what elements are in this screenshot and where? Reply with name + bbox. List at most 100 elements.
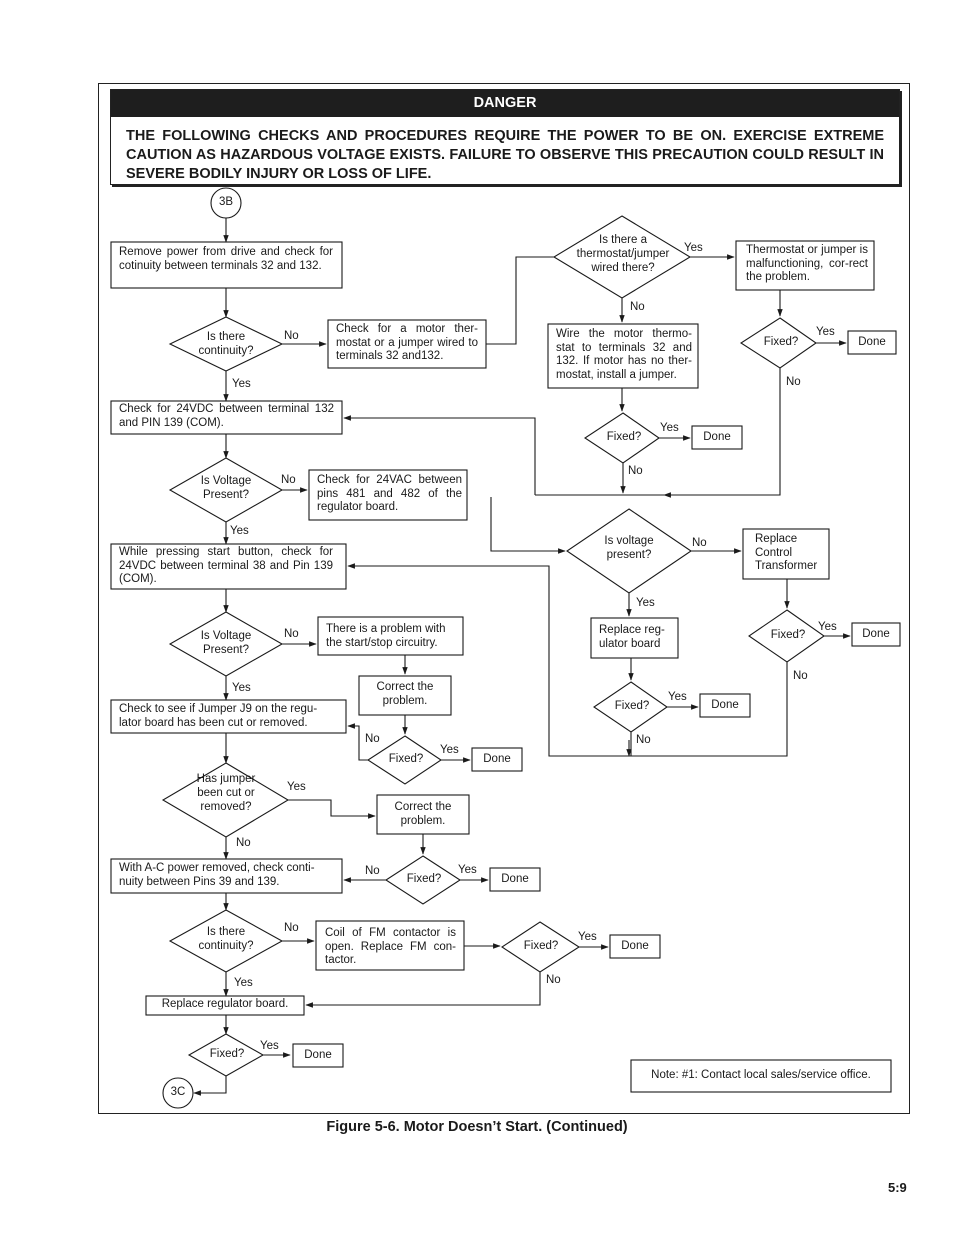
replace-regulator-board-2-text: Replace regulator board.	[161, 998, 289, 1010]
yes-label: Yes	[684, 242, 703, 254]
thermostat-jumper-wired-text: Is there a thermostat/jumper wired there…	[576, 234, 670, 274]
box-remove-power	[110, 241, 343, 289]
remove-power-text: Remove power from drive and check for co…	[119, 246, 333, 272]
done-box	[691, 425, 743, 450]
done-box	[847, 330, 897, 355]
box-coil-fm-contactor	[315, 920, 465, 971]
yes-label: Yes	[458, 864, 477, 876]
note-text: Note: #1: Contact local sales/service of…	[651, 1069, 871, 1081]
no-label: No	[786, 376, 801, 388]
correct-problem-1-text: Correct the problem.	[376, 681, 434, 707]
yes-label: Yes	[660, 422, 679, 434]
yes-label: Yes	[230, 525, 249, 537]
fixed-text: Fixed?	[523, 940, 559, 953]
yes-label: Yes	[234, 977, 253, 989]
danger-title: DANGER	[111, 90, 899, 117]
fixed-text: Fixed?	[388, 753, 424, 766]
done-box	[489, 867, 541, 892]
check-jumper-j9-text: Check to see if Jumper J9 on the regu-la…	[119, 703, 318, 729]
done-label: Done	[483, 753, 511, 766]
yes-label: Yes	[636, 597, 655, 609]
continuity-2-text: Is there continuity?	[198, 926, 254, 952]
no-label: No	[365, 733, 380, 745]
done-label: Done	[862, 628, 890, 641]
fixed-text: Fixed?	[614, 700, 650, 713]
continuity-1-text: Is there continuity?	[198, 331, 254, 357]
done-box	[609, 934, 661, 959]
no-label: No	[284, 330, 299, 342]
box-wire-thermostat	[547, 323, 699, 389]
box-replace-control-transformer	[742, 528, 830, 580]
no-label: No	[630, 301, 645, 313]
yes-label: Yes	[440, 744, 459, 756]
voltage-present-2-text: Is Voltage Present?	[200, 630, 252, 656]
start-stop-problem-text: There is a problem with the start/stop c…	[326, 623, 446, 649]
fixed-text: Fixed?	[406, 873, 442, 886]
box-thermostat-malfunction	[735, 240, 875, 291]
connector-3b-label: 3B	[218, 196, 234, 209]
no-label: No	[793, 670, 808, 682]
check-motor-thermostat-text: Check for a motor ther-mostat or a jumpe…	[336, 323, 478, 363]
no-label: No	[365, 865, 380, 877]
yes-label: Yes	[232, 682, 251, 694]
voltage-present-lower-text: Is voltage present?	[604, 535, 654, 561]
check-24vac-text: Check for 24VAC between pins 481 and 482…	[317, 474, 462, 514]
done-label: Done	[501, 873, 529, 886]
no-label: No	[628, 465, 643, 477]
connector-3c	[162, 1077, 194, 1109]
fixed-text: Fixed?	[606, 431, 642, 444]
box-correct-problem-1	[358, 675, 452, 716]
yes-label: Yes	[816, 326, 835, 338]
jumper-cut-text: Has jumper been cut or removed?	[196, 773, 256, 813]
no-label: No	[546, 974, 561, 986]
box-while-pressing-start	[110, 543, 347, 590]
done-box	[292, 1043, 344, 1068]
thermostat-malfunction-text: Thermostat or jumper is malfunctioning, …	[746, 244, 868, 284]
no-label: No	[284, 922, 299, 934]
fixed-text: Fixed?	[770, 629, 806, 642]
no-label: No	[236, 837, 251, 849]
done-label: Done	[858, 336, 886, 349]
done-label: Done	[703, 431, 731, 444]
replace-regulator-board-1-text: Replace reg-ulator board	[599, 624, 665, 650]
figure-caption: Figure 5-6. Motor Doesn’t Start. (Contin…	[326, 1119, 628, 1135]
box-ac-power-removed	[110, 858, 343, 894]
connector-3c-label: 3C	[170, 1086, 186, 1099]
while-pressing-start-text: While pressing start button, check for 2…	[119, 546, 333, 586]
yes-label: Yes	[260, 1040, 279, 1052]
no-label: No	[636, 734, 651, 746]
yes-label: Yes	[668, 691, 687, 703]
wire-thermostat-text: Wire the motor thermo-stat to terminals …	[556, 328, 692, 382]
decision-fixed-correct-1	[366, 735, 442, 785]
danger-warning-box: DANGER THE FOLLOWING CHECKS AND PROCEDUR…	[110, 89, 900, 185]
replace-control-transformer-text: Replace Control Transformer	[755, 533, 818, 573]
done-box	[851, 622, 901, 647]
ac-power-removed-text: With A-C power removed, check conti-nuit…	[119, 862, 315, 888]
fixed-text: Fixed?	[209, 1048, 245, 1061]
correct-problem-2-text: Correct the problem.	[394, 801, 452, 827]
no-label: No	[281, 474, 296, 486]
check-24vdc-132-text: Check for 24VDC between terminal 132 and…	[119, 403, 334, 429]
decision-fixed-correct-2	[384, 855, 462, 905]
coil-fm-contactor-text: Coil of FM contactor is open. Replace FM…	[325, 927, 456, 967]
page-number: 5:9	[888, 1180, 907, 1195]
box-start-stop-problem	[317, 616, 464, 656]
yes-label: Yes	[232, 378, 251, 390]
yes-label: Yes	[818, 621, 837, 633]
voltage-present-1-text: Is Voltage Present?	[200, 475, 252, 501]
box-correct-problem-2	[376, 794, 470, 835]
box-note	[630, 1059, 892, 1093]
done-label: Done	[304, 1049, 332, 1062]
done-label: Done	[621, 940, 649, 953]
box-check-24vac	[308, 469, 468, 521]
no-label: No	[692, 537, 707, 549]
no-label: No	[284, 628, 299, 640]
done-label: Done	[711, 699, 739, 712]
yes-label: Yes	[578, 931, 597, 943]
box-replace-regulator-board-1	[590, 617, 679, 659]
done-box	[471, 747, 523, 772]
box-check-jumper-j9	[110, 699, 347, 734]
fixed-text: Fixed?	[763, 336, 799, 349]
diagram-frame	[98, 83, 910, 1114]
